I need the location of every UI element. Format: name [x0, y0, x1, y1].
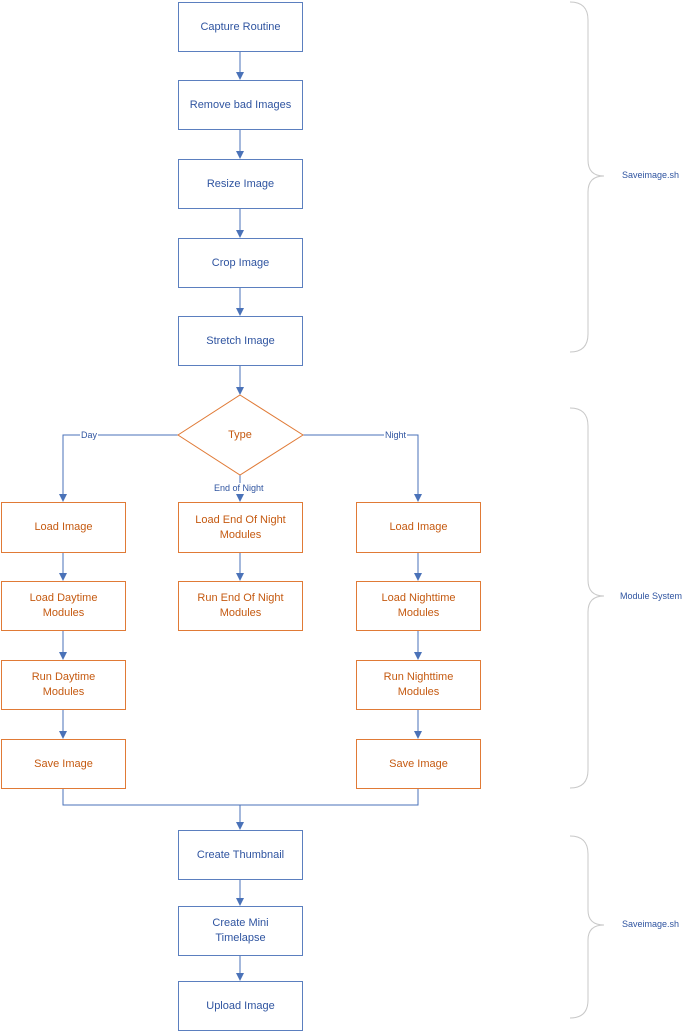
remove-bad-images-label: Remove bad Images — [189, 98, 292, 111]
day-load-image-box[interactable]: Load Image — [1, 502, 126, 553]
eon-load-modules-label: Load End Of Night Modules — [195, 513, 286, 541]
day-run-modules-box[interactable]: Run Daytime Modules — [1, 660, 126, 710]
day-load-modules-box[interactable]: Load Daytime Modules — [1, 581, 126, 631]
eon-run-modules-box[interactable]: Run End Of Night Modules — [178, 581, 303, 631]
capture-routine-label: Capture Routine — [200, 20, 281, 33]
upload-image-label: Upload Image — [206, 999, 275, 1012]
brace-top — [569, 1, 605, 353]
brace-bottom — [569, 835, 605, 1019]
resize-image-box[interactable]: Resize Image — [178, 159, 303, 209]
night-load-modules-box[interactable]: Load Nighttime Modules — [356, 581, 481, 631]
crop-image-label: Crop Image — [211, 256, 270, 269]
edge-type-night — [303, 434, 422, 502]
branch-day-label: Day — [80, 430, 99, 441]
stretch-image-box[interactable]: Stretch Image — [178, 316, 303, 366]
night-run-modules-box[interactable]: Run Nighttime Modules — [356, 660, 481, 710]
day-save-image-label: Save Image — [34, 757, 93, 770]
upload-image-box[interactable]: Upload Image — [178, 981, 303, 1031]
branch-night-label: Night — [384, 430, 408, 441]
night-save-image-box[interactable]: Save Image — [356, 739, 481, 789]
night-load-image-box[interactable]: Load Image — [356, 502, 481, 553]
night-load-image-label: Load Image — [389, 521, 448, 533]
resize-image-label: Resize Image — [206, 177, 275, 190]
create-thumbnail-box[interactable]: Create Thumbnail — [178, 830, 303, 880]
day-load-image-label: Load Image — [34, 521, 93, 533]
night-save-image-label: Save Image — [389, 757, 448, 770]
eon-load-modules-box[interactable]: Load End Of Night Modules — [178, 502, 303, 553]
day-load-modules-label: Load Daytime Modules — [29, 592, 98, 619]
type-decision-diamond — [177, 394, 304, 476]
edge-type-day — [59, 434, 178, 502]
type-decision-label: Type — [228, 428, 252, 441]
day-save-image-box[interactable]: Save Image — [1, 739, 126, 789]
group-middle-label: Module System — [620, 591, 683, 601]
crop-image-box[interactable]: Crop Image — [178, 238, 303, 288]
night-run-modules-label: Run Nighttime Modules — [383, 671, 454, 698]
day-run-modules-label: Run Daytime Modules — [31, 671, 96, 698]
brace-middle — [569, 407, 605, 789]
edge-merge — [62, 789, 419, 806]
create-mini-timelapse-label: Create Mini Timelapse — [212, 917, 269, 944]
group-bottom-label: Saveimage.sh — [622, 919, 680, 929]
eon-run-modules-label: Run End Of Night Modules — [197, 592, 284, 619]
capture-routine-box[interactable]: Capture Routine — [178, 2, 303, 52]
branch-end-of-night-label: End of Night — [213, 483, 265, 494]
stretch-image-label: Stretch Image — [206, 334, 275, 347]
create-mini-timelapse-box[interactable]: Create Mini Timelapse — [178, 906, 303, 956]
create-thumbnail-label: Create Thumbnail — [196, 848, 285, 861]
remove-bad-images-box[interactable]: Remove bad Images — [178, 80, 303, 130]
group-top-label: Saveimage.sh — [622, 170, 680, 180]
night-load-modules-label: Load Nighttime Modules — [381, 592, 456, 619]
